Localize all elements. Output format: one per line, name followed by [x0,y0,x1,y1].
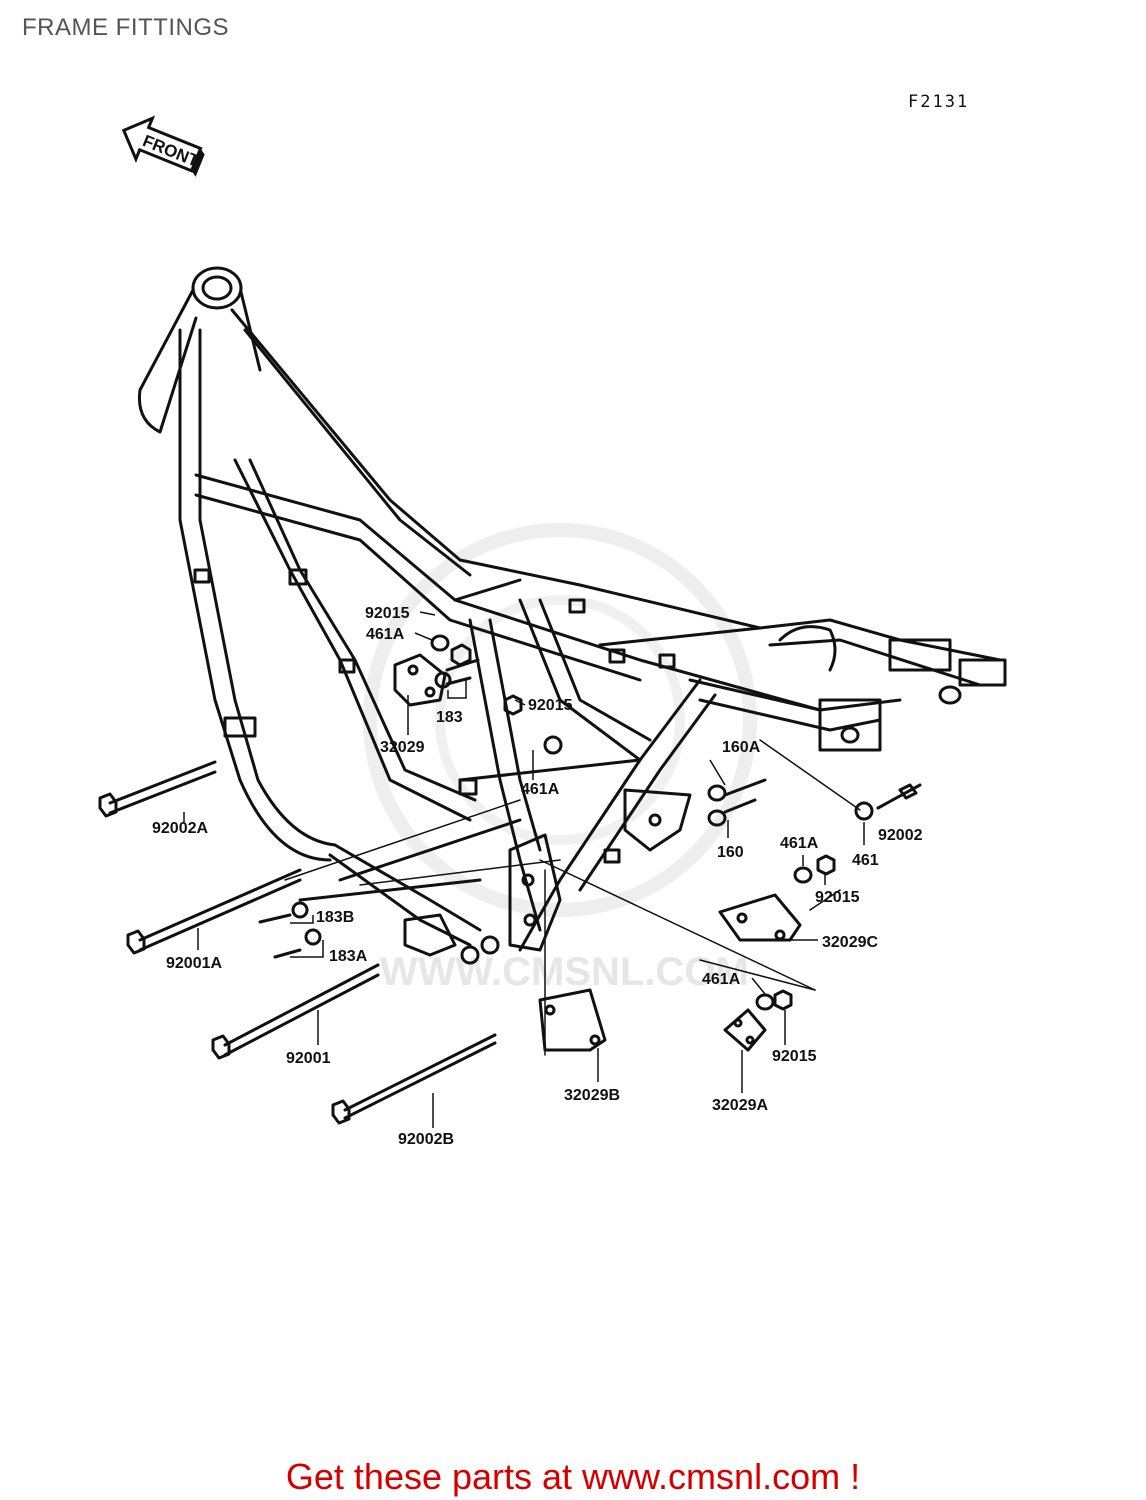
callout-32029A: 32029A [712,1097,768,1114]
callout-461A-top: 461A [366,626,405,643]
callout-92015-right: 92015 [815,889,860,906]
callout-92002A: 92002A [152,820,208,837]
callout-461A-right: 461A [780,835,819,852]
callout-leaders [183,611,865,1128]
callout-32029B: 32029B [564,1087,620,1104]
callout-92002B: 92002B [398,1131,454,1148]
callout-32029: 32029 [380,739,425,756]
callout-92001A: 92001A [166,955,222,972]
callout-92015-mid: 92015 [528,697,573,714]
callout-92001: 92001 [286,1050,331,1067]
frame-fittings-diagram: WWW.CMSNL.COM FRONT [98,115,1007,1148]
diagram-code: F2131 [908,92,970,112]
callout-labels: 92015 461A 183 32029 92015 461A 160A 160… [152,605,923,1148]
callout-160A: 160A [722,739,761,756]
watermark-text: WWW.CMSNL.COM [380,950,749,994]
callout-461A-low: 461A [702,971,741,988]
front-arrow-icon: FRONT [121,115,205,177]
cmsnl-parts-link[interactable]: Get these parts at www.cmsnl.com ! [285,1456,861,1497]
callout-92002: 92002 [878,827,923,844]
callout-92015-top: 92015 [365,605,410,622]
callout-160: 160 [717,844,744,861]
callout-461A-mid: 461A [521,781,560,798]
watermark: WWW.CMSNL.COM [363,523,757,994]
callout-32029C: 32029C [822,934,878,951]
callout-461: 461 [852,852,879,869]
callout-183B: 183B [316,909,354,926]
page-title: FRAME FITTINGS [22,14,229,41]
frame-drawing [98,266,1007,1125]
callout-183: 183 [436,709,463,726]
callout-183A: 183A [329,948,368,965]
callout-92015-low: 92015 [772,1048,817,1065]
